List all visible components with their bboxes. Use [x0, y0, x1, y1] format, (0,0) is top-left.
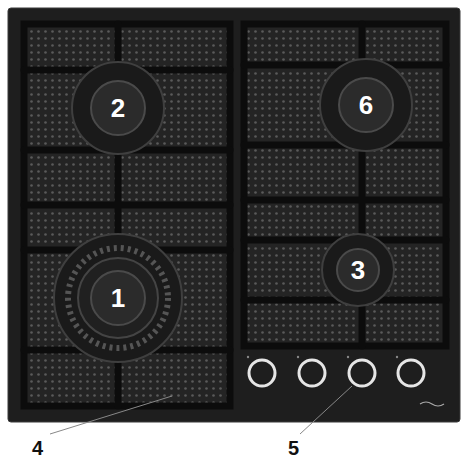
burner-cap: 2	[90, 80, 146, 136]
callout-number: 1	[111, 285, 125, 311]
leader-line	[300, 386, 352, 434]
callout-number: 6	[359, 92, 373, 118]
callout-number: 2	[111, 95, 125, 121]
burner-cap: 3	[336, 248, 380, 292]
hob-glass	[8, 8, 460, 422]
burner-cap: 6	[338, 77, 394, 133]
leader-line	[50, 396, 172, 434]
right-grate	[244, 24, 446, 346]
control-knobs	[249, 360, 424, 386]
callout-number: 5	[288, 438, 299, 458]
left-zone	[24, 24, 230, 406]
knob-marks	[247, 356, 398, 358]
burner-cap: 1	[90, 270, 146, 326]
right-zone	[244, 24, 446, 346]
burner-rings	[54, 59, 412, 362]
callout-number: 4	[32, 438, 43, 458]
left-grate	[24, 24, 230, 406]
brand-logo	[420, 402, 444, 406]
callout-number: 3	[351, 257, 365, 283]
